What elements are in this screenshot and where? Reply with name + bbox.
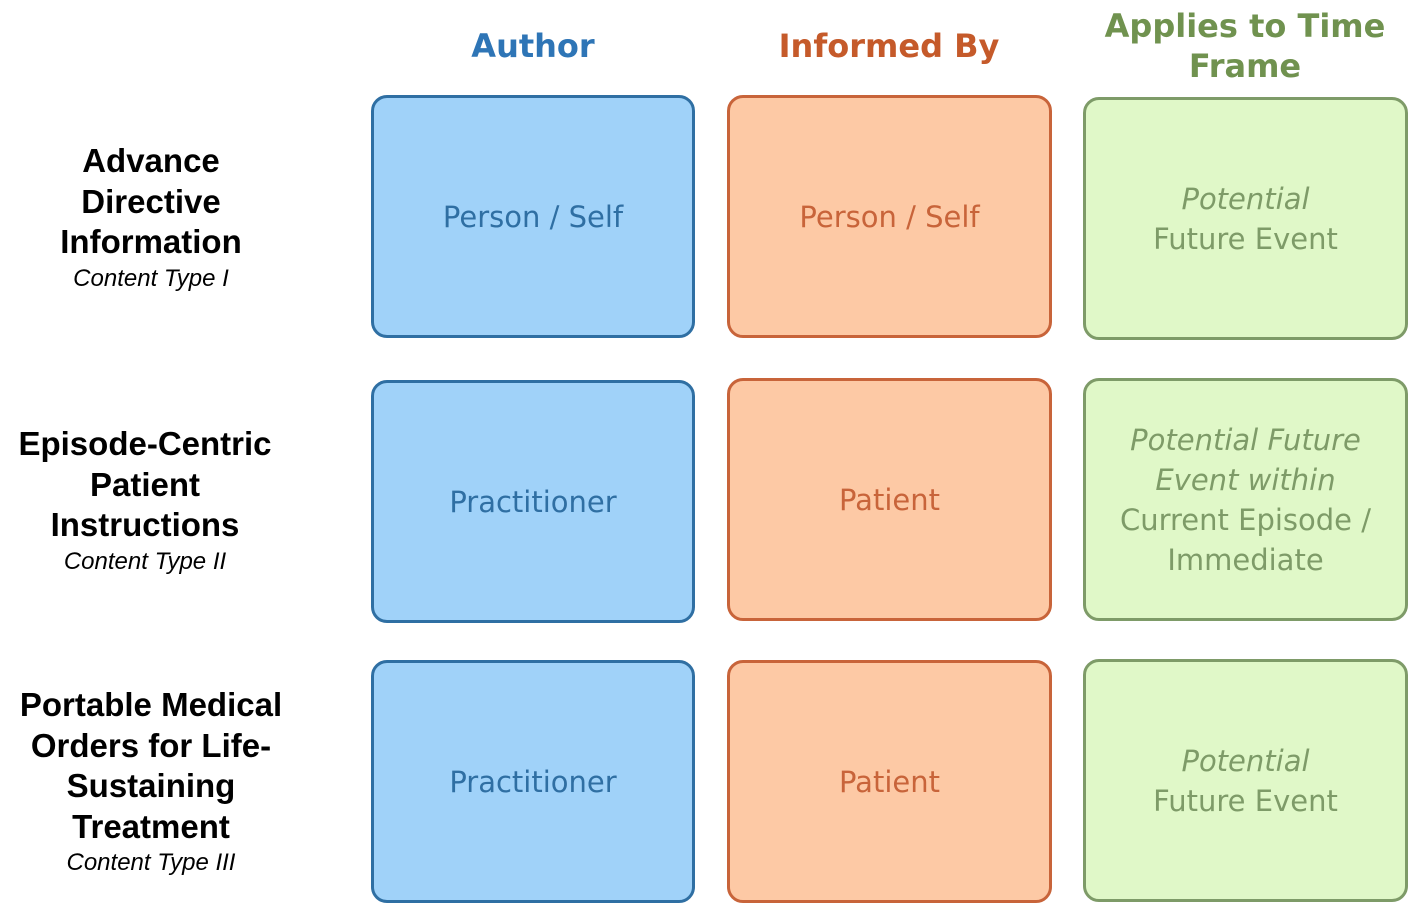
cell-text: Practitioner xyxy=(449,764,617,799)
row-label-portable-medical-orders: Portable Medical Orders for Life- Sustai… xyxy=(0,685,302,879)
cell-text: Person / Self xyxy=(799,199,980,234)
column-header-author: Author xyxy=(471,27,595,65)
cell-text-italic: Potential Future xyxy=(1130,422,1361,457)
column-header-time-frame-line2: Frame xyxy=(1188,47,1302,85)
row-title-line: Sustaining xyxy=(66,767,236,804)
cell-text: Current Episode / xyxy=(1119,502,1372,537)
column-header-informed-by: Informed By xyxy=(778,27,1000,65)
cell-informed-by-row2: Patient xyxy=(727,378,1052,621)
cell-time-frame-row1: Potential Future Event xyxy=(1083,97,1408,340)
cell-informed-by-row1: Person / Self xyxy=(727,95,1052,338)
row-title-line: Treatment xyxy=(72,807,230,845)
cell-time-frame-row3: Potential Future Event xyxy=(1083,659,1408,902)
cell-time-frame-row2: Potential Future Event within Current Ep… xyxy=(1083,378,1408,621)
row-label-advance-directive: Advance Directive Information Content Ty… xyxy=(0,141,302,295)
column-header-time-frame: Applies to Time Frame xyxy=(1060,6,1422,86)
cell-text-italic: Potential xyxy=(1181,743,1310,778)
cell-informed-by-row3: Patient xyxy=(727,660,1052,903)
row-title-line: Orders for Life- xyxy=(30,726,272,764)
row-label-episode-centric: Episode-Centric Patient Instructions Con… xyxy=(0,424,290,578)
row-title-line: Information xyxy=(60,223,242,260)
row-title-line: Advance xyxy=(82,142,220,179)
row-subtitle: Content Type II xyxy=(63,547,227,575)
cell-text: Patient xyxy=(839,482,940,517)
cell-text: Person / Self xyxy=(442,199,624,234)
row-title-line: Patient xyxy=(89,465,201,503)
row-title-line: Portable Medical xyxy=(19,686,283,723)
row-title-line: Directive xyxy=(81,182,221,220)
cell-text-italic: Potential xyxy=(1181,181,1310,216)
cell-author-row1: Person / Self xyxy=(371,95,695,338)
cell-text: Future Event xyxy=(1153,221,1338,256)
cell-text-italic: Event within xyxy=(1155,462,1336,497)
cell-text: Patient xyxy=(839,764,940,799)
cell-text: Future Event xyxy=(1153,783,1338,818)
cell-text: Immediate xyxy=(1167,542,1324,577)
row-subtitle: Content Type III xyxy=(66,849,236,876)
cell-author-row2: Practitioner xyxy=(371,380,695,623)
row-title-line: Instructions xyxy=(50,506,240,543)
row-subtitle: Content Type I xyxy=(73,264,229,292)
cell-author-row3: Practitioner xyxy=(371,660,695,903)
row-title-line: Episode-Centric xyxy=(18,425,272,462)
column-header-time-frame-line1: Applies to Time xyxy=(1104,7,1386,45)
cell-text: Practitioner xyxy=(449,484,617,519)
